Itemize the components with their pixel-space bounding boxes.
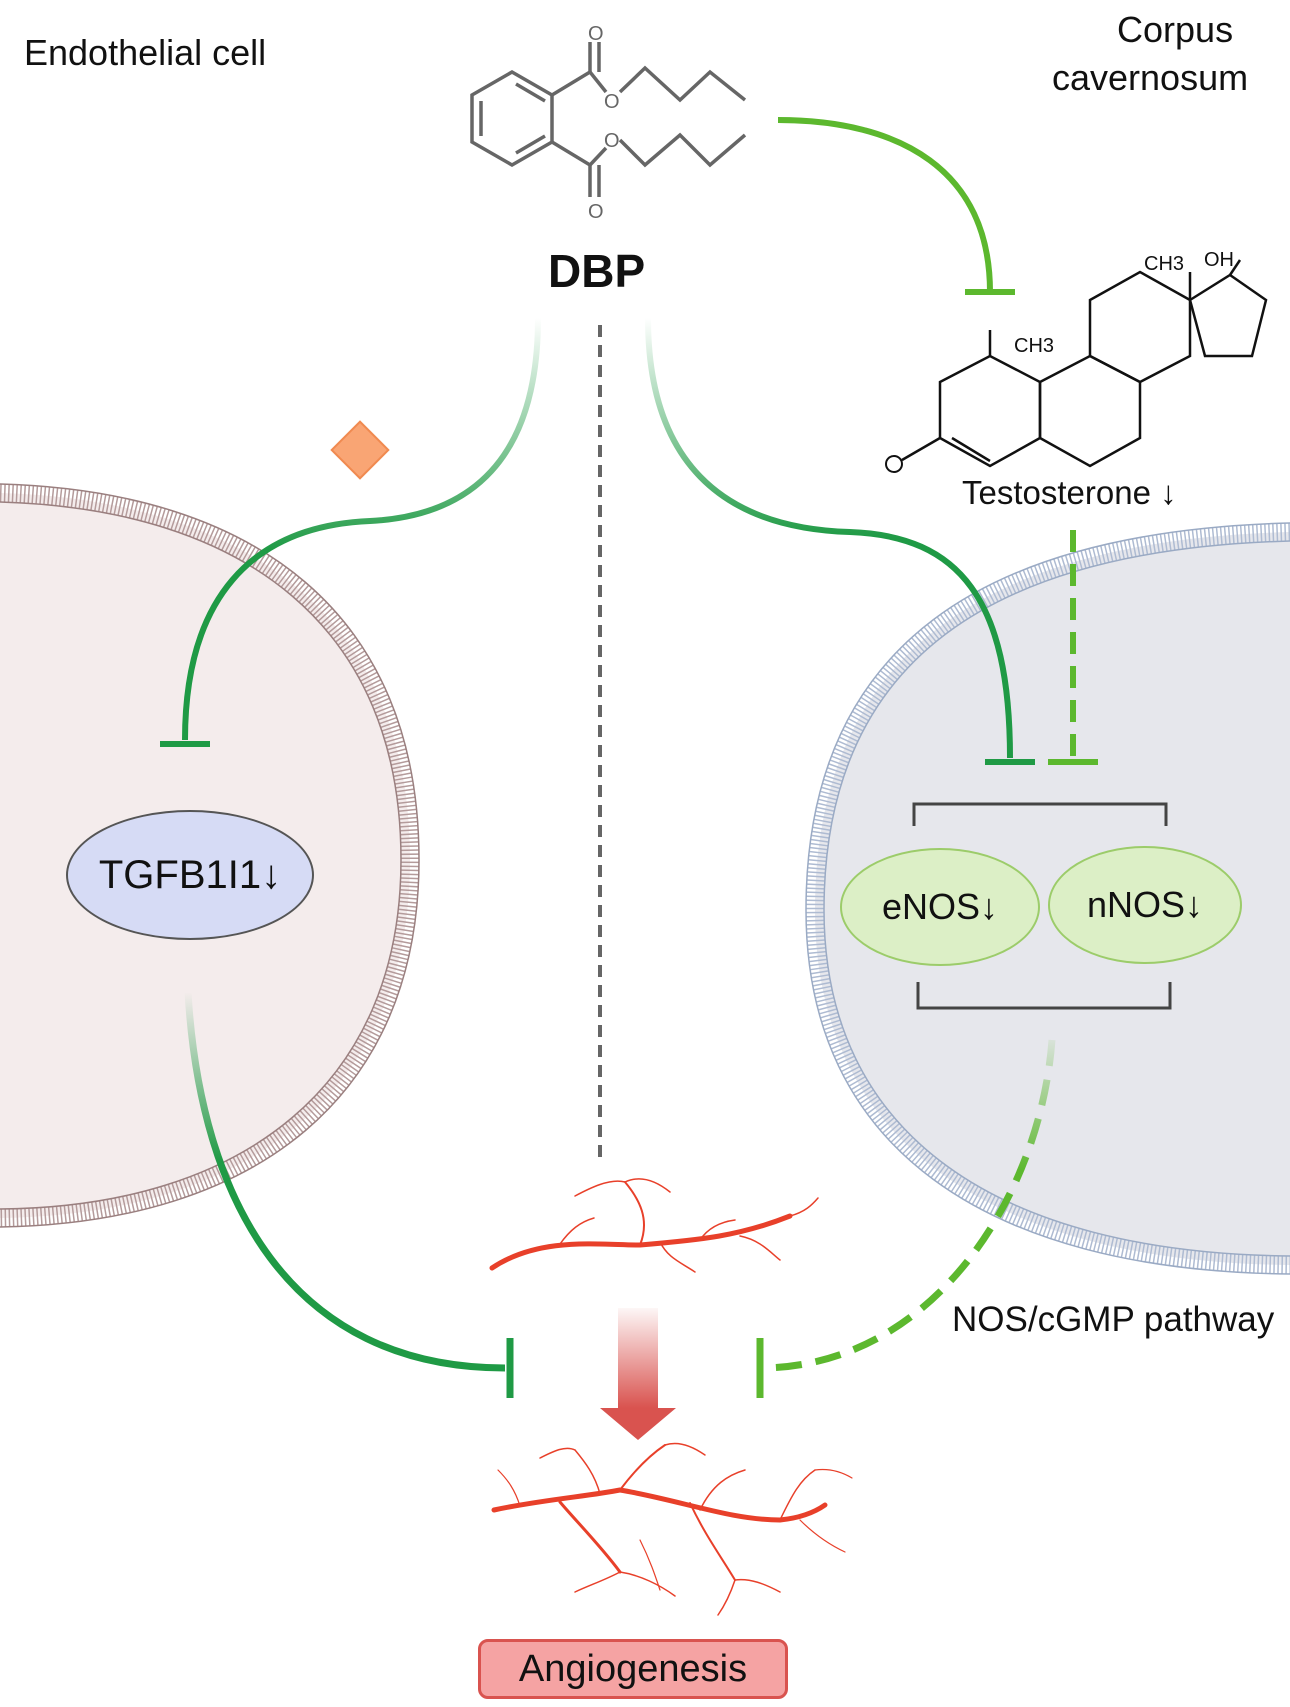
testo-ketone-o <box>885 455 903 473</box>
endothelial-cell-label: Endothelial cell <box>24 32 267 73</box>
inhibit-testosterone-nos <box>1048 530 1098 765</box>
tgfb1i1-node: TGFB1I1↓ <box>66 810 314 940</box>
vessel-before <box>489 1178 819 1273</box>
enos-node: eNOS↓ <box>840 848 1040 966</box>
testosterone-atoms: CH3 CH3 OH <box>885 249 1234 473</box>
dbp-structure <box>470 42 747 197</box>
testosterone-label: Testosterone ↓ <box>962 474 1177 511</box>
testo-oh: OH <box>1204 249 1234 271</box>
dbp-o-top: O <box>588 23 604 45</box>
nos-bracket <box>912 802 1172 1010</box>
corpus-label-line2: cavernosum <box>1052 57 1249 98</box>
inhibit-dbp-enos <box>645 317 1035 765</box>
dbp-atoms: O O O O <box>588 23 620 223</box>
inhibit-tgfb1i1-angiogenesis <box>184 991 514 1398</box>
inhibit-dbp-tgfb1i1 <box>160 317 541 747</box>
dbp-o-bottom: O <box>588 201 604 223</box>
corpus-cavernosum-label: Corpus cavernosum <box>1052 6 1248 102</box>
down-arrow <box>600 1308 676 1440</box>
angiogenesis-box: Angiogenesis <box>478 1639 788 1699</box>
testo-ch3-a: CH3 <box>1014 335 1054 357</box>
inhibit-nos-angiogenesis <box>756 1039 1056 1398</box>
testosterone-structure <box>901 259 1268 468</box>
nos-pathway-label: NOS/cGMP pathway <box>952 1300 1275 1339</box>
dbp-label: DBP <box>548 245 646 297</box>
testo-ch3-b: CH3 <box>1144 253 1184 275</box>
corpus-label-line1: Corpus <box>1117 9 1234 50</box>
dbp-o-ester1: O <box>604 91 620 113</box>
diamond-marker <box>330 420 390 480</box>
dbp-o-ester2: O <box>604 130 620 152</box>
inhibit-dbp-testosterone <box>777 117 1015 295</box>
vessel-after <box>491 1442 853 1616</box>
nnos-node: nNOS↓ <box>1048 846 1242 964</box>
